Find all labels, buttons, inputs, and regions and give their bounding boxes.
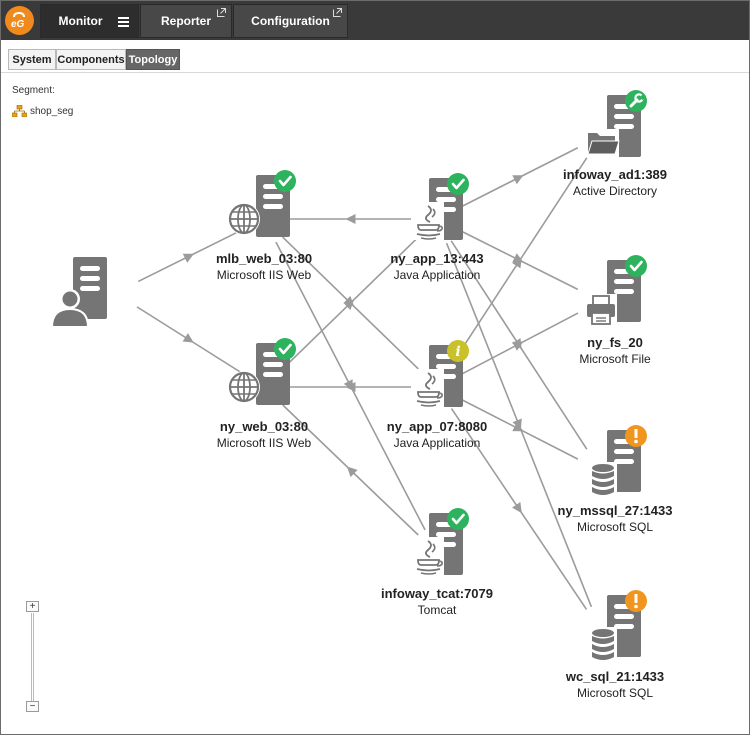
external-link-icon — [217, 8, 226, 17]
subtab-components[interactable]: Components — [56, 49, 126, 70]
topology-nodes — [50, 88, 649, 663]
node-name: ny_mssql_27:1433 — [557, 503, 673, 518]
java-icon — [413, 536, 445, 576]
topology-node-ny-app-13[interactable] — [413, 171, 471, 241]
zoom-slider-track[interactable] — [31, 613, 34, 701]
edge-arrow-icon — [182, 253, 194, 263]
status-ok-icon — [445, 506, 471, 532]
edge-arrow-icon — [345, 214, 356, 224]
menu-icon[interactable] — [118, 17, 129, 27]
topology-node-mlb-web[interactable] — [226, 168, 298, 237]
edge-arrow-icon — [182, 333, 194, 343]
tab-configuration-label: Configuration — [251, 14, 330, 28]
java-icon — [413, 201, 445, 241]
status-info-icon — [447, 340, 469, 362]
tab-monitor-label: Monitor — [58, 14, 103, 28]
node-type: Microsoft File — [579, 352, 651, 366]
zoom-in-button[interactable]: + — [26, 601, 39, 612]
printer-icon — [584, 293, 618, 327]
node-type: Java Application — [393, 436, 481, 450]
topology-node-ny-app-07[interactable] — [413, 340, 469, 408]
topology-node-fs[interactable] — [584, 253, 649, 327]
folder-icon — [584, 128, 620, 158]
edge-arrow-icon — [346, 466, 358, 478]
node-type: Active Directory — [572, 184, 658, 198]
edge-arrow-icon — [512, 502, 522, 514]
topology-edges — [136, 147, 593, 610]
edge-arrow-icon — [512, 175, 524, 185]
node-name: ny_app_13:443 — [390, 251, 484, 266]
brand-logo[interactable]: eG — [5, 6, 34, 35]
node-name: ny_web_03:80 — [219, 419, 309, 434]
topology-node-wcsql[interactable] — [589, 590, 647, 663]
subtab-topology[interactable]: Topology — [126, 49, 180, 70]
node-name: infoway_tcat:7079 — [381, 586, 493, 601]
tab-reporter[interactable]: Reporter — [140, 4, 232, 38]
node-type: Microsoft IIS Web — [216, 268, 312, 282]
database-icon — [589, 627, 617, 663]
status-warning-icon — [625, 590, 647, 612]
segment-name: shop_seg — [30, 105, 74, 117]
topology-node-tcat[interactable] — [413, 506, 471, 576]
external-link-icon — [333, 8, 342, 17]
topology-node-mssql[interactable] — [589, 425, 647, 498]
top-nav-bar: eG Monitor Reporter Configuration — [1, 1, 749, 40]
tab-reporter-label: Reporter — [160, 14, 211, 28]
edge-arrow-icon — [343, 379, 353, 391]
edge-arrow-icon — [512, 338, 522, 350]
status-ok-icon — [272, 336, 298, 362]
edge-arrow-icon — [343, 299, 355, 311]
status-config-icon — [623, 88, 649, 114]
edge-arrow-icon — [512, 418, 522, 430]
node-type: Tomcat — [417, 603, 457, 617]
segment-label: Segment: — [12, 85, 55, 96]
node-type: Microsoft IIS Web — [216, 436, 312, 450]
database-icon — [589, 462, 617, 498]
topology-node-user[interactable] — [50, 257, 107, 328]
java-icon — [413, 368, 445, 408]
node-name: ny_app_07:8080 — [386, 419, 488, 434]
status-ok-icon — [623, 253, 649, 279]
node-name: mlb_web_03:80 — [215, 251, 313, 266]
tab-monitor[interactable]: Monitor — [40, 4, 139, 38]
node-type: Java Application — [393, 268, 481, 282]
svg-text:eG: eG — [11, 19, 25, 30]
segment-tree-icon — [12, 105, 27, 117]
globe-icon — [226, 201, 262, 237]
edge-arrow-icon — [512, 253, 524, 263]
tab-configuration[interactable]: Configuration — [233, 4, 348, 38]
node-type: Microsoft SQL — [576, 686, 654, 700]
node-name: infoway_ad1:389 — [562, 167, 668, 182]
status-ok-icon — [445, 171, 471, 197]
status-ok-icon — [272, 168, 298, 194]
zoom-control: + − — [26, 601, 39, 713]
user-icon — [50, 289, 90, 328]
sub-tab-bar: System Components Topology — [1, 40, 749, 73]
node-name: wc_sql_21:1433 — [565, 669, 665, 684]
segment-item[interactable]: shop_seg — [12, 105, 73, 117]
node-type: Microsoft SQL — [576, 520, 654, 534]
subtab-system[interactable]: System — [8, 49, 56, 70]
topology-node-ad1[interactable] — [584, 88, 649, 158]
node-name: ny_fs_20 — [587, 335, 643, 350]
globe-icon — [226, 369, 262, 405]
zoom-out-button[interactable]: − — [26, 701, 39, 712]
status-warning-icon — [625, 425, 647, 447]
